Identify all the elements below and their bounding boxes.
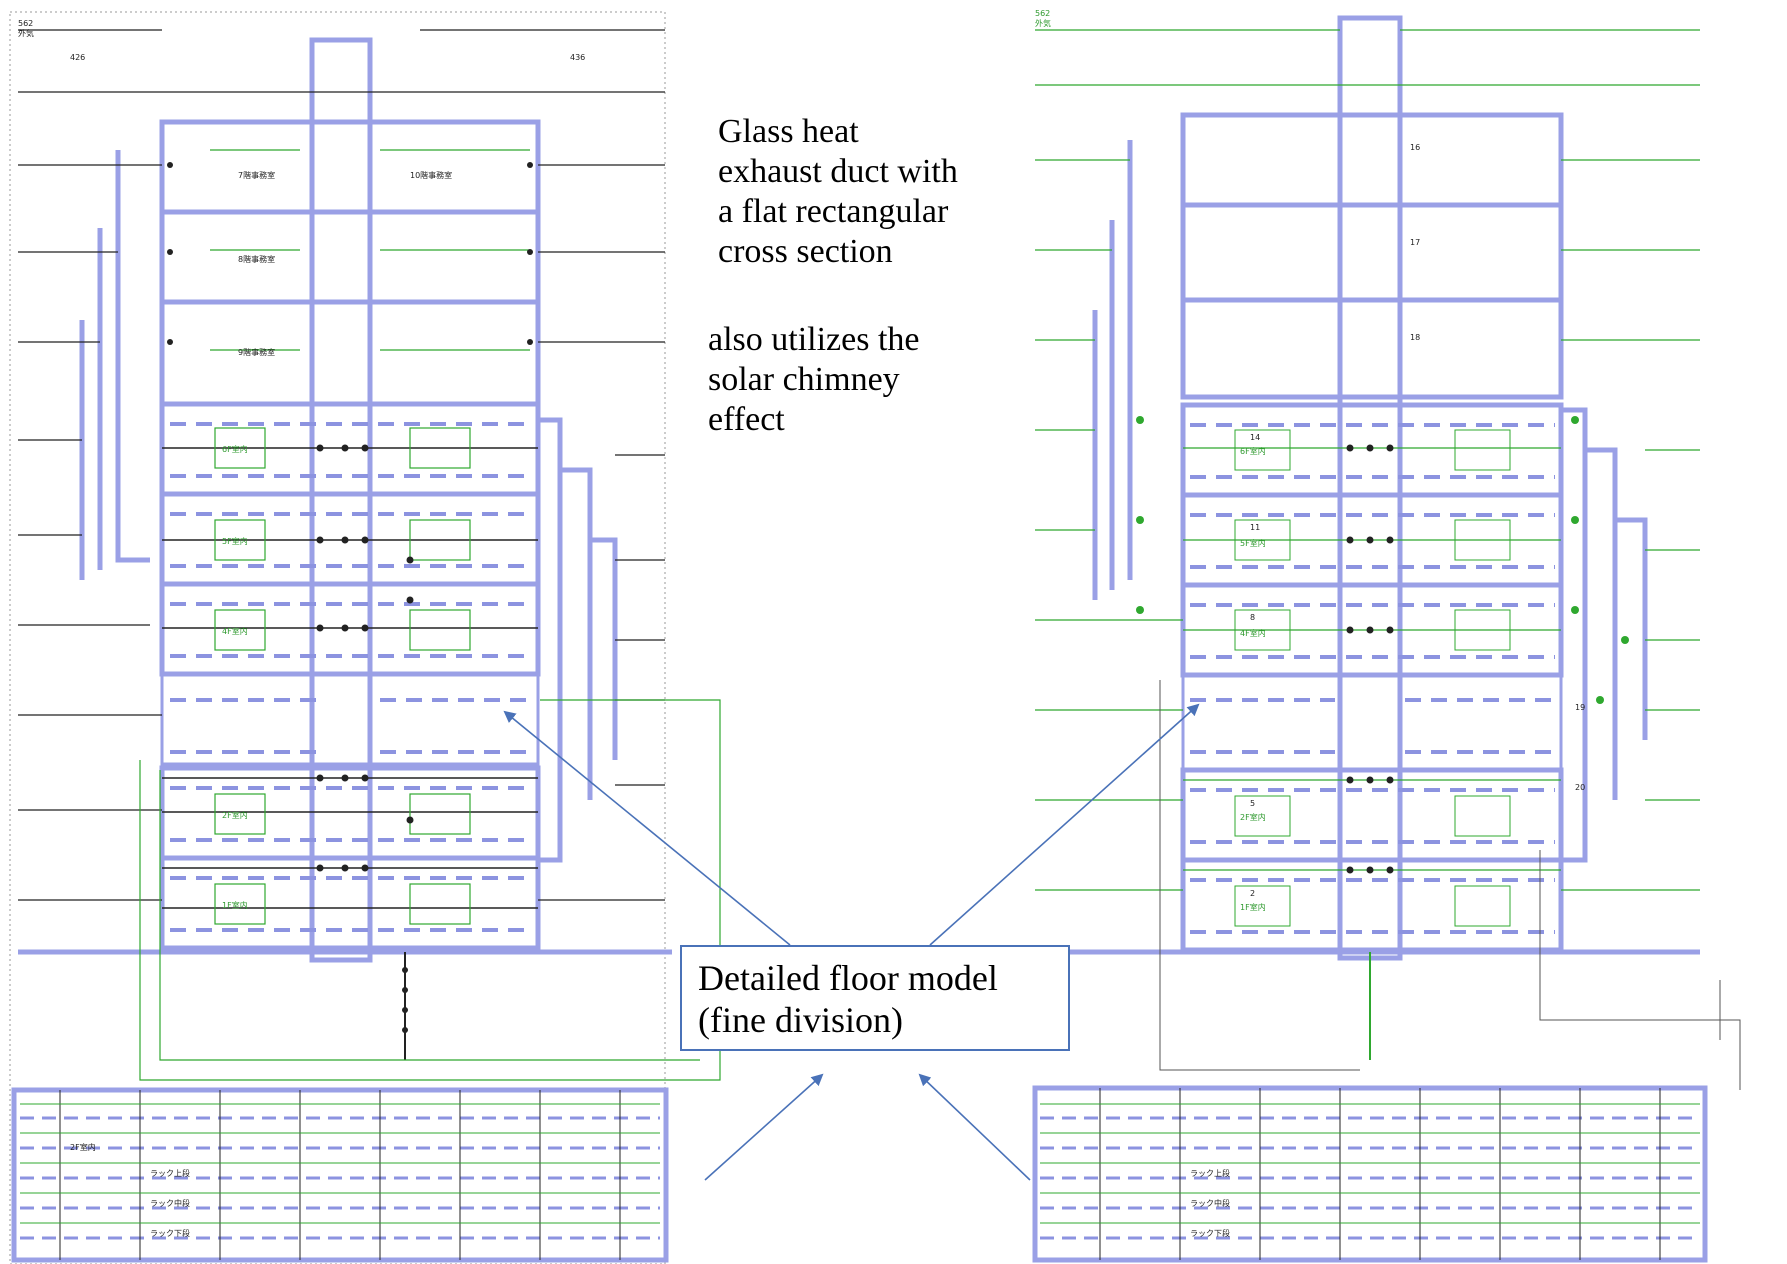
right-tower-shaft bbox=[1337, 15, 1403, 961]
callout-arrows bbox=[503, 703, 1200, 1181]
left-floor-3 bbox=[160, 672, 540, 766]
left-floor-label: 6F室内 bbox=[222, 444, 248, 454]
left-floor-label: 5F室内 bbox=[222, 536, 248, 546]
left-upper-block bbox=[159, 119, 541, 407]
left-bottom-floor-label: 2F室内 bbox=[70, 1142, 96, 1152]
right-floor-label: 4F室内 bbox=[1240, 628, 1266, 638]
left-sub-label: ラック下段 bbox=[150, 1228, 190, 1238]
left-node-label: 426 bbox=[70, 53, 85, 62]
right-node-label: 8 bbox=[1250, 613, 1255, 622]
right-sub-label: ラック中段 bbox=[1190, 1198, 1230, 1208]
right-floor-label: 1F室内 bbox=[1240, 902, 1266, 912]
right-node-label: 5 bbox=[1250, 799, 1255, 808]
left-sub-label: ラック中段 bbox=[150, 1198, 190, 1208]
left-floor-label: 1F室内 bbox=[222, 900, 248, 910]
right-detail-model: ラック上段 ラック中段 ラック下段 bbox=[1032, 1085, 1708, 1263]
floor-model-callout: Detailed floor model (fine division) bbox=[680, 945, 1070, 1051]
left-detail-model: ラック上段 ラック中段 ラック下段 2F室内 bbox=[11, 1087, 669, 1263]
right-node-label: 20 bbox=[1575, 783, 1585, 792]
right-upper-block bbox=[1180, 112, 1564, 400]
left-outside-label: 外気 bbox=[18, 28, 34, 38]
right-network: 562 外気 6F室内 5F室内 4F室内 2F室内 1F室内 16 17 18… bbox=[1032, 9, 1741, 1263]
arrow-to-right-floor bbox=[929, 703, 1200, 946]
left-floor-4 bbox=[159, 581, 541, 677]
duct-annotation: Glass heat exhaust duct with a flat rect… bbox=[718, 113, 958, 270]
left-floor-label: 4F室内 bbox=[222, 626, 248, 636]
arrow-to-left-floor bbox=[503, 710, 791, 946]
right-outside-label: 外気 bbox=[1035, 18, 1051, 28]
right-floor-label: 5F室内 bbox=[1240, 538, 1266, 548]
left-floor-1 bbox=[159, 855, 541, 951]
right-node-label: 18 bbox=[1410, 333, 1420, 342]
left-outside-code: 562 bbox=[18, 19, 33, 28]
left-network: 562 外気 426 436 7階事務室 8階事務室 9階事務室 10階事務室 … bbox=[9, 11, 721, 1264]
right-node-label: 11 bbox=[1250, 523, 1260, 532]
left-floor-5 bbox=[159, 491, 541, 587]
chimney-annotation: also utilizes the solar chimney effect bbox=[708, 321, 920, 438]
arrow-to-left-detail bbox=[704, 1073, 824, 1181]
right-sub-label: ラック上段 bbox=[1190, 1168, 1230, 1178]
left-floor-label: 2F室内 bbox=[222, 810, 248, 820]
right-node-label: 19 bbox=[1575, 703, 1585, 712]
right-node-label: 16 bbox=[1410, 143, 1420, 152]
left-room-label: 7階事務室 bbox=[238, 170, 275, 180]
left-floor-2 bbox=[159, 765, 541, 861]
right-floor-3 bbox=[1181, 673, 1563, 772]
left-sub-label: ラック上段 bbox=[150, 1168, 190, 1178]
right-node-label: 2 bbox=[1250, 889, 1255, 898]
right-outside-code: 562 bbox=[1035, 9, 1050, 18]
floor-model-callout-text: Detailed floor model (fine division) bbox=[698, 958, 998, 1040]
arrow-to-right-detail bbox=[918, 1073, 1031, 1181]
right-sub-label: ラック下段 bbox=[1190, 1228, 1230, 1238]
left-room-label: 8階事務室 bbox=[238, 254, 275, 264]
left-node-label: 436 bbox=[570, 53, 585, 62]
left-outer-frame bbox=[9, 11, 666, 1264]
right-node-label: 14 bbox=[1250, 433, 1260, 442]
left-room-label: 9階事務室 bbox=[238, 347, 275, 357]
left-room-label: 10階事務室 bbox=[410, 170, 452, 180]
right-floor-label: 2F室内 bbox=[1240, 812, 1266, 822]
right-node-label: 17 bbox=[1410, 238, 1420, 247]
right-floor-label: 6F室内 bbox=[1240, 446, 1266, 456]
left-floor-6 bbox=[159, 401, 541, 497]
left-tower-shaft bbox=[309, 37, 373, 963]
